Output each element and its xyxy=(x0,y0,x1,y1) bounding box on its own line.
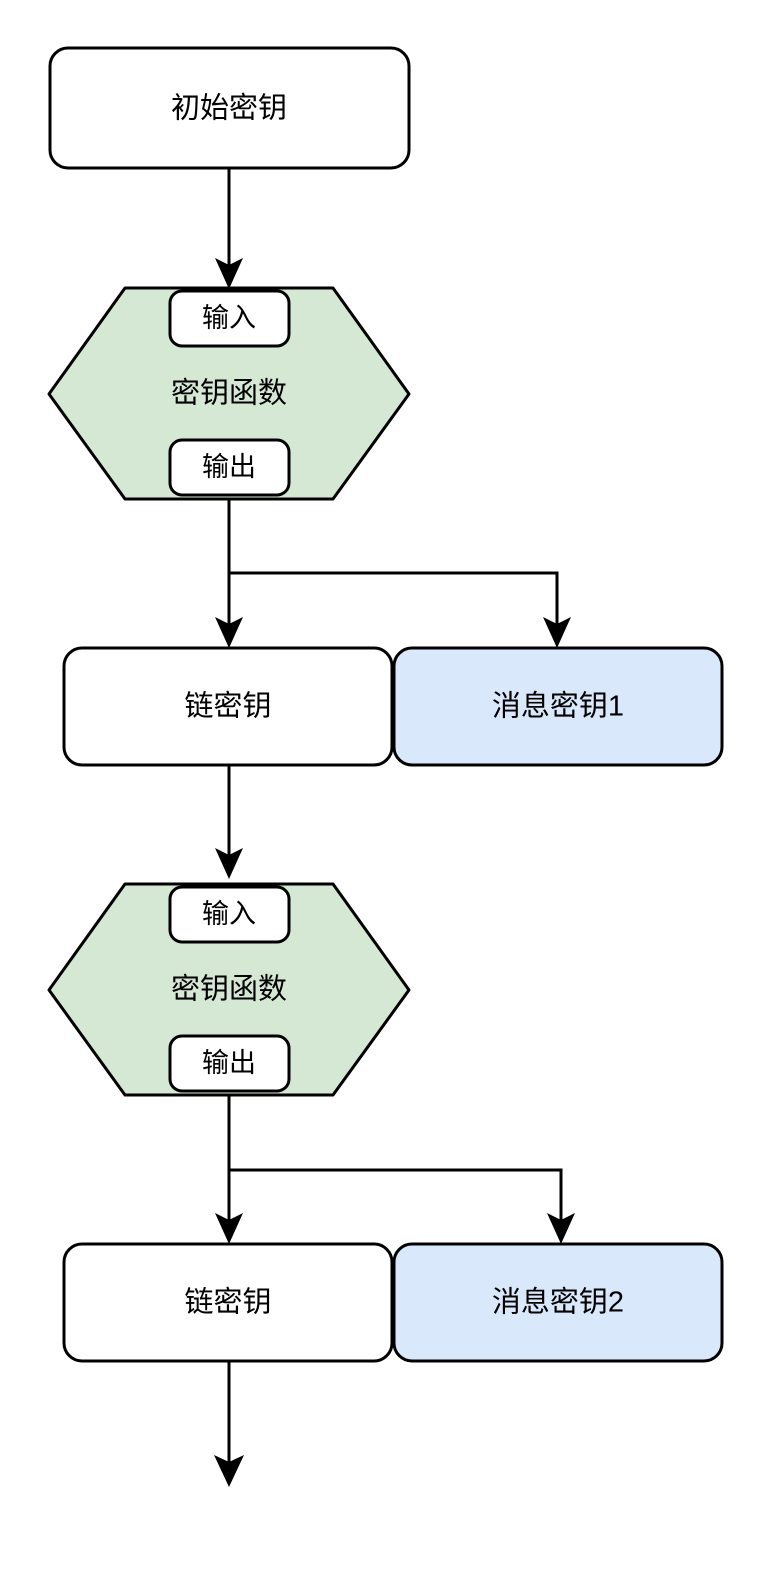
edge-key-function-1-to-message-key-1 xyxy=(229,571,571,648)
input-port-label: 输入 xyxy=(202,899,256,929)
key-function-2-label: 密钥函数 xyxy=(171,973,287,1006)
chain-key-1-label: 链密钥 xyxy=(184,690,271,723)
message-key-1-label: 消息密钥1 xyxy=(492,690,624,723)
node-key-function-2[interactable]: 密钥函数 输入 输出 xyxy=(47,882,411,1097)
edge-key-function-2-to-chain-key-2 xyxy=(215,1092,243,1244)
chain-key-2-label: 链密钥 xyxy=(184,1286,271,1319)
input-port-box[interactable] xyxy=(168,885,291,944)
key-function-1-output-port[interactable]: 输出 xyxy=(168,438,291,497)
chain-key-2-box[interactable] xyxy=(62,1242,394,1363)
node-chain-key-1[interactable]: 链密钥 xyxy=(62,646,394,767)
node-message-key-1[interactable]: 消息密钥1 xyxy=(392,646,724,767)
node-key-function-1[interactable]: 密钥函数 输入 输出 xyxy=(47,286,411,501)
message-key-1-box[interactable] xyxy=(392,646,724,767)
key-function-1-label: 密钥函数 xyxy=(171,377,287,410)
key-function-2-output-port[interactable]: 输出 xyxy=(168,1034,291,1093)
edge-chain-key-2-to-continuation xyxy=(214,1361,244,1487)
output-port-box[interactable] xyxy=(168,1034,291,1093)
message-key-2-label: 消息密钥2 xyxy=(492,1286,624,1319)
key-function-1-hexagon[interactable] xyxy=(47,286,411,501)
initial-key-label: 初始密钥 xyxy=(171,92,287,125)
edge-key-function-1-to-chain-key-1 xyxy=(215,496,243,648)
node-message-key-2[interactable]: 消息密钥2 xyxy=(392,1242,724,1363)
chain-key-1-box[interactable] xyxy=(62,646,394,767)
message-key-2-box[interactable] xyxy=(392,1242,724,1363)
edge-initial-key-to-key-function-1 xyxy=(215,168,243,289)
node-chain-key-2[interactable]: 链密钥 xyxy=(62,1242,394,1363)
key-function-2-hexagon[interactable] xyxy=(47,882,411,1097)
key-function-2-input-port[interactable]: 输入 xyxy=(168,885,291,944)
output-port-label: 输出 xyxy=(202,1048,256,1078)
initial-key-box[interactable] xyxy=(48,46,411,170)
edge-chain-key-1-to-key-function-2 xyxy=(215,765,243,879)
input-port-label: 输入 xyxy=(202,303,256,333)
node-initial-key[interactable]: 初始密钥 xyxy=(48,46,411,170)
edge-key-function-2-to-message-key-2 xyxy=(229,1168,575,1244)
input-port-box[interactable] xyxy=(168,289,291,348)
output-port-label: 输出 xyxy=(202,452,256,482)
key-function-1-input-port[interactable]: 输入 xyxy=(168,289,291,348)
output-port-box[interactable] xyxy=(168,438,291,497)
